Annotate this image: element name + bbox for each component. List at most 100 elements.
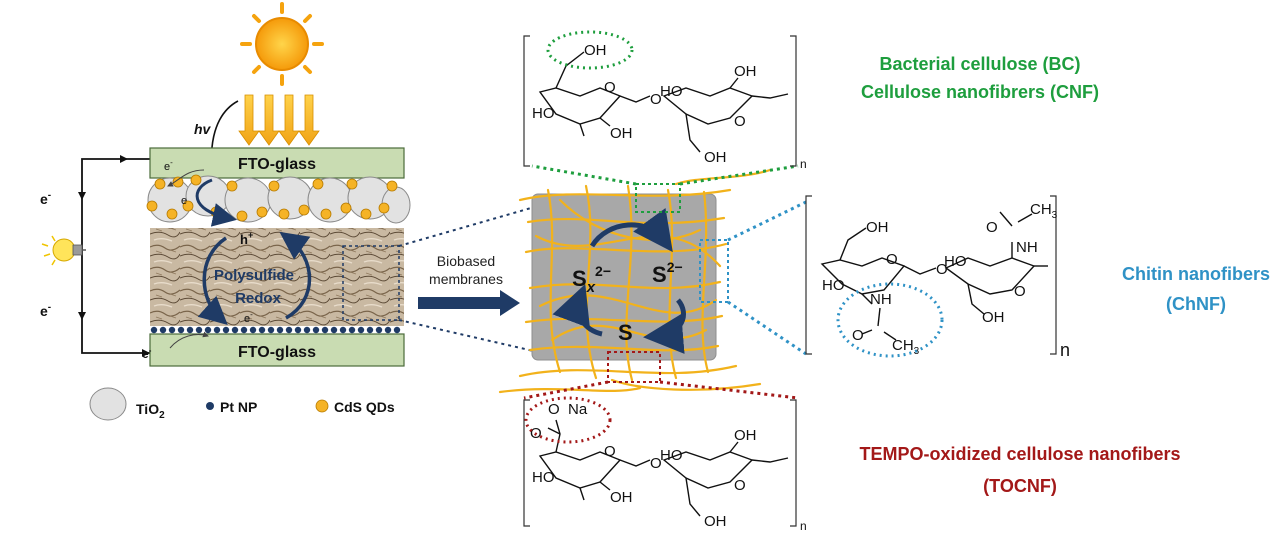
label-cnf: Cellulose nanofibrers (CNF) <box>861 82 1099 102</box>
chem-chitin-nh-1: NH <box>1016 239 1038 256</box>
chem-chitin-ho-1: HO <box>822 277 845 294</box>
legend-tio2-swatch <box>89 387 127 421</box>
pt-np-dot <box>348 326 356 334</box>
cycle-arrow-left <box>552 283 603 337</box>
zoom-box-red <box>607 351 661 383</box>
chem-tocnf-oh-3: OH <box>704 513 727 530</box>
pt-np-dot <box>267 326 275 334</box>
chitin-structure: n OH O HO O HO O OH NH O CH3 NH O CH3 <box>805 195 1070 360</box>
label-chnf-1: Chitin nanofibers <box>1122 264 1270 284</box>
chem-o-1: O <box>604 79 616 96</box>
chem-ho-2: HO <box>660 83 683 100</box>
legend-pt-label: Pt NP <box>220 399 257 415</box>
arrow-label-line1: Biobased <box>437 253 495 269</box>
electron-label-top: e- <box>164 158 173 173</box>
pt-np-layer <box>150 326 401 334</box>
cycle-arrow-right <box>643 298 686 354</box>
pt-np-dot <box>240 326 248 334</box>
redox-arrow-right <box>279 231 312 320</box>
chem-tocnf-ho-1: HO <box>532 469 555 486</box>
label-tocnf-1: TEMPO-oxidized cellulose nanofibers <box>859 444 1180 464</box>
chem-chitin-o-4: O <box>986 219 998 236</box>
chem-oh-2: OH <box>610 125 633 142</box>
zoom-line-bottom <box>398 319 539 353</box>
pt-np-dot <box>258 326 266 334</box>
fto-glass-bottom <box>149 333 405 367</box>
electron-label-mid: e <box>181 195 187 207</box>
chem-oh-4: OH <box>704 149 727 166</box>
chem-chitin-ho-2: HO <box>944 253 967 270</box>
pt-np-dot <box>384 326 392 334</box>
fto-glass-top-label: FTO-glass <box>238 156 316 173</box>
pt-np-dot <box>222 326 230 334</box>
legend-pt-swatch <box>206 402 214 410</box>
pt-np-dot <box>303 326 311 334</box>
membrane-zoom: Sx2− S2− S <box>498 168 772 394</box>
biobased-arrow <box>418 290 520 316</box>
pt-np-dot <box>150 326 158 334</box>
chem-tocnf-oh-2: OH <box>734 427 757 444</box>
pt-np-dot <box>294 326 302 334</box>
circuit-electron-top: e- <box>40 190 51 207</box>
legend-cds-swatch <box>315 399 329 413</box>
chem-o-2: O <box>650 91 662 108</box>
pt-np-dot <box>168 326 176 334</box>
electron-label-pt: e- <box>244 310 253 325</box>
chem-chitin-ch3-1: CH3 <box>1030 201 1058 221</box>
circuit-electron-bottom: e- <box>40 302 51 319</box>
chem-tocnf-oh-1: OH <box>610 489 633 506</box>
chem-chitin-o-5: O <box>852 327 864 344</box>
cellulose-n: n <box>800 157 807 171</box>
pt-np-dot <box>339 326 347 334</box>
oh-highlight-green <box>546 30 634 70</box>
species-s: S <box>618 320 633 345</box>
chem-oh-1: OH <box>584 42 607 59</box>
pt-np-dot <box>357 326 365 334</box>
light-bulb-icon <box>41 235 86 266</box>
chem-tocnf-o-1: O <box>548 401 560 418</box>
label-chnf-2: (ChNF) <box>1166 294 1226 314</box>
pt-np-dot <box>213 326 221 334</box>
injection-arrow <box>195 178 237 227</box>
chem-tocnf-o-5: O <box>734 477 746 494</box>
acetamide-highlight-blue <box>836 282 944 358</box>
electron-transfer-arrow <box>167 169 205 187</box>
chem-chitin-oh-1: OH <box>866 219 889 236</box>
chem-tocnf-o-4: O <box>650 455 662 472</box>
label-bc: Bacterial cellulose (BC) <box>879 54 1080 74</box>
pt-np-dot <box>186 326 194 334</box>
legend-tio2-label: TiO2 <box>136 401 165 421</box>
cellulose-structure: n OH O HO OH O HO OH O OH <box>523 30 807 171</box>
pt-np-dot <box>375 326 383 334</box>
species-s2: S2− <box>652 259 683 287</box>
chem-tocnf-ho-2: HO <box>660 447 683 464</box>
light-beams <box>238 94 320 146</box>
label-tocnf-2: (TOCNF) <box>983 476 1057 496</box>
pt-np-dot <box>393 326 401 334</box>
pt-np-dot <box>330 326 338 334</box>
tocnf-n: n <box>800 519 807 533</box>
fto-glass-top <box>149 147 405 179</box>
chem-chitin-oh-2: OH <box>982 309 1005 326</box>
redox-label: Redox <box>235 290 282 307</box>
cycle-arrow-top <box>589 208 673 253</box>
membrane-zoom-box <box>342 245 400 321</box>
legend: TiO2 Pt NP CdS QDs <box>89 387 395 421</box>
pt-np-dot <box>204 326 212 334</box>
chem-chitin-ch3-2: CH3 <box>892 337 920 357</box>
pt-np-dot <box>312 326 320 334</box>
sun-icon <box>240 2 324 86</box>
hv-label: hv <box>194 121 212 137</box>
zoom-line-top <box>398 205 539 247</box>
fto-glass-bottom-label: FTO-glass <box>238 344 316 361</box>
pt-np-dot <box>159 326 167 334</box>
chem-oh-3: OH <box>734 63 757 80</box>
external-circuit <box>81 158 150 354</box>
pt-np-dot <box>177 326 185 334</box>
chem-o-3: O <box>734 113 746 130</box>
arrow-label-line2: membranes <box>429 271 503 287</box>
pt-np-dot <box>366 326 374 334</box>
pt-np-dot <box>231 326 239 334</box>
zoom-box-blue <box>699 239 729 303</box>
